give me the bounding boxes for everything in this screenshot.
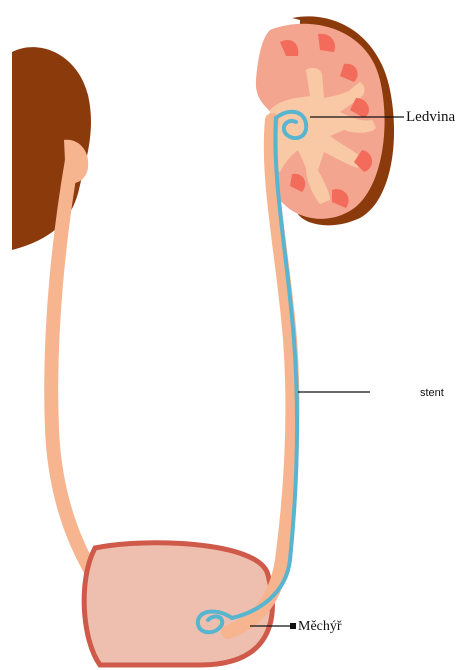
- bladder: [84, 543, 272, 665]
- stent-label: stent: [420, 387, 444, 399]
- bladder-label: Měchýř: [298, 619, 342, 635]
- bladder-leader-marker: [290, 623, 296, 629]
- kidney-label: Ledvina: [406, 109, 455, 126]
